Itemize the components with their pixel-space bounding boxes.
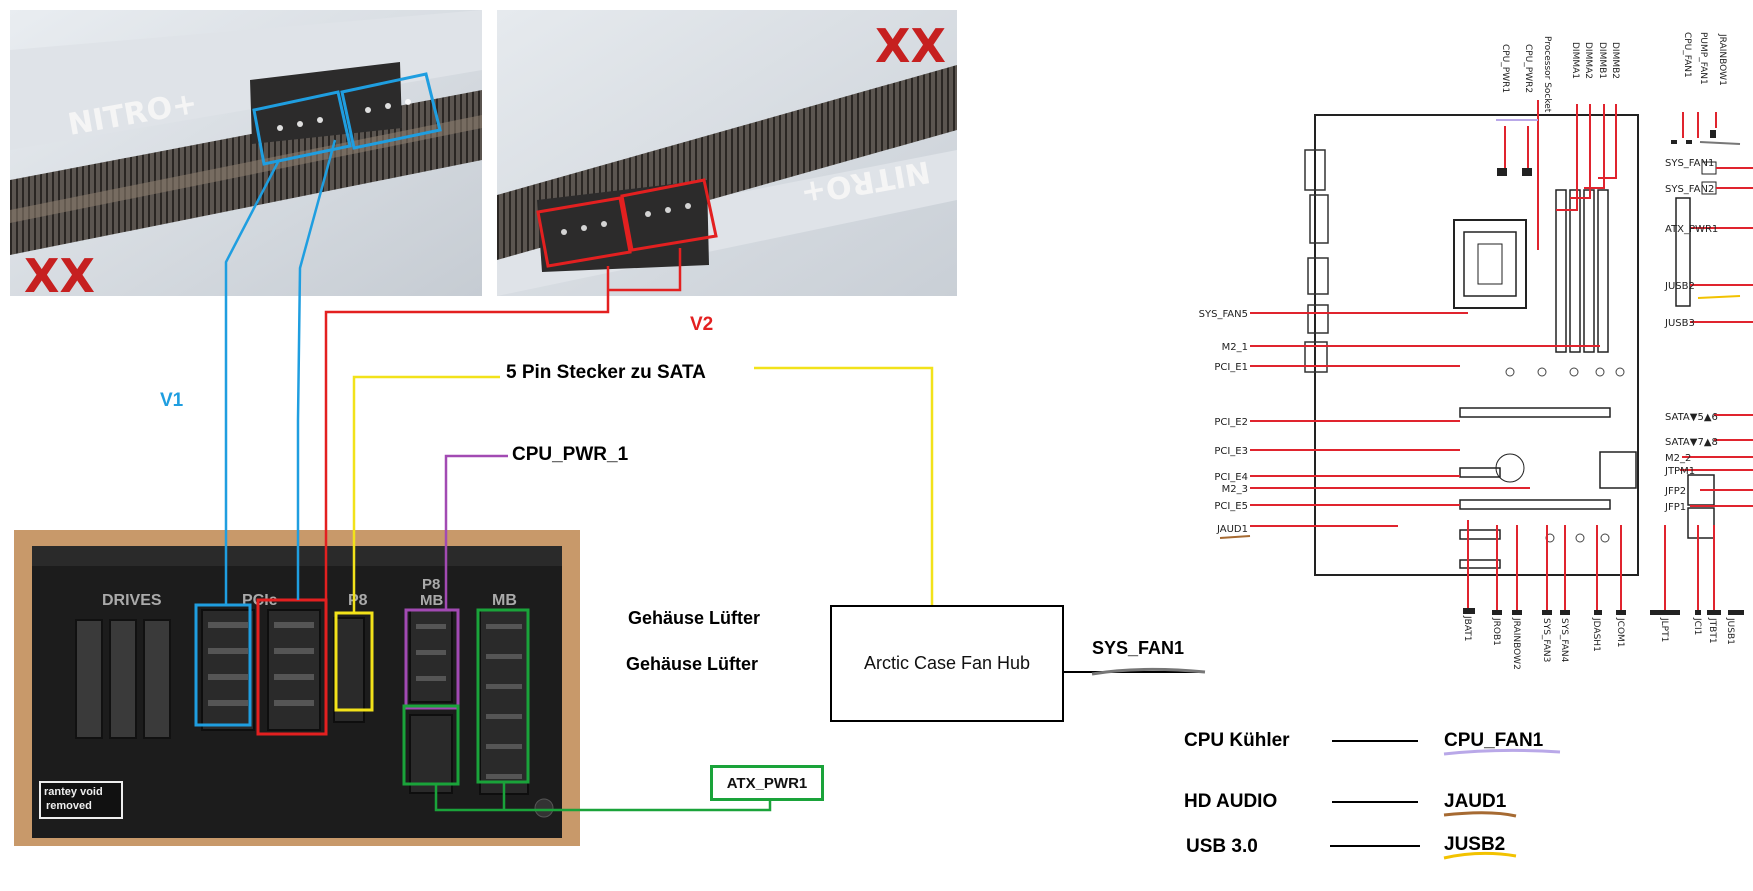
mobo-left-label-0: SYS_FAN5 <box>1199 309 1248 320</box>
legend-device-hd-audio: HD AUDIO <box>1184 791 1278 812</box>
mobo-left-label-2: PCI_E1 <box>1214 362 1248 373</box>
gpu-photo-v2: NITRO+ XX <box>497 10 957 296</box>
mobo-top-label-9: JRAINBOW1 <box>1717 33 1727 86</box>
warranty-sticker-1: rantey void <box>44 786 103 798</box>
mobo-bottom-label-10: JUSB1 <box>1725 617 1735 645</box>
label-v2: V2 <box>690 314 714 335</box>
svg-text:XX: XX <box>24 249 95 303</box>
psu-mb1-box <box>402 704 460 786</box>
psu-p8-box <box>334 611 374 712</box>
mobo-top-label-6: DIMMB2 <box>1610 42 1620 79</box>
mobo-left-label-8: JAUD1 <box>1216 524 1248 535</box>
label-case-fan-1: Gehäuse Lüfter <box>628 608 761 628</box>
mobo-top-label-4: DIMMA2 <box>1583 42 1593 79</box>
psu-cpu-box <box>404 608 460 710</box>
psu-photo: DRIVES PCIe P8 P8 MB MB rantey void remo… <box>14 530 580 846</box>
warranty-sticker-2: removed <box>46 800 92 812</box>
psu-label-p8mb-2: MB <box>420 592 444 609</box>
label-case-fan-2: Gehäuse Lüfter <box>626 654 759 674</box>
mobo-bottom-label-3: SYS_FAN3 <box>1541 618 1551 662</box>
mobo-top-label-7: CPU_FAN1 <box>1682 32 1692 78</box>
cpu-socket <box>1453 219 1527 309</box>
mobo-right-label-0: SYS_FAN1 <box>1665 158 1714 169</box>
atx-pwr1-box: ATX_PWR1 <box>710 765 824 801</box>
mobo-left-label-4: PCI_E3 <box>1214 446 1248 457</box>
mobo-left-label-5: PCI_E4 <box>1214 472 1248 483</box>
psu-pcie2-box <box>256 598 328 736</box>
mobo-top-label-1: CPU_PWR2 <box>1523 44 1533 93</box>
hub-label: Arctic Case Fan Hub <box>863 653 1031 673</box>
mobo-top-label-5: DIMMB1 <box>1597 42 1607 79</box>
cross-mark-v2: XX <box>875 19 946 73</box>
mobo-right-label-8: JTPM1 <box>1664 466 1695 477</box>
psu-mb2-box <box>476 608 530 784</box>
mobo-right-label-1: SYS_FAN2 <box>1665 184 1714 195</box>
mobo-right-label-2: ATX_PWR1 <box>1665 224 1718 235</box>
psu-label-drives: DRIVES <box>102 592 162 609</box>
svg-text:XX: XX <box>875 19 946 73</box>
mobo-right-label-4: JUSB3 <box>1664 318 1695 329</box>
mobo-left-label-7: PCI_E5 <box>1214 501 1248 512</box>
legend-header-cpu-fan1: CPU_FAN1 <box>1444 730 1544 751</box>
mobo-right-label-6: SATA▼7▲8 <box>1665 437 1718 448</box>
dimm-slots <box>1555 189 1609 353</box>
motherboard-bottom-labels: JBAT1 JROB1 JRAINBOW2 SYS_FAN3 SYS_FAN4 … <box>1462 615 1735 670</box>
mobo-bottom-label-8: JCI1 <box>1692 617 1702 635</box>
mobo-right-label-10: JFP1 <box>1664 502 1686 513</box>
mobo-bottom-label-1: JROB1 <box>1491 617 1501 646</box>
v2-connector-highlights <box>536 178 718 268</box>
legend-header-jusb2: JUSB2 <box>1444 834 1506 855</box>
mobo-right-label-9: JFP2 <box>1664 486 1686 497</box>
cross-mark-v1: XX <box>24 249 95 303</box>
label-atx-pwr1: ATX_PWR1 <box>726 774 808 792</box>
fan-hub: Arctic Case Fan Hub <box>830 605 1064 722</box>
mobo-bottom-label-7: JLPT1 <box>1659 617 1669 642</box>
gpu-photo-v1: NITRO+ XX <box>10 10 482 303</box>
mobo-bottom-label-5: JDASH1 <box>1591 617 1601 652</box>
mobo-bottom-label-4: SYS_FAN4 <box>1559 618 1569 663</box>
motherboard-diagram: CPU_PWR1 CPU_PWR2 Processor Socket DIMMA… <box>1199 32 1753 615</box>
legend-device-cpu-cooler: CPU Kühler <box>1184 730 1290 751</box>
label-cpu-pwr-1: CPU_PWR_1 <box>512 444 629 465</box>
mobo-right-label-3: JUSB2 <box>1664 281 1695 292</box>
pcie-slots <box>1459 407 1611 569</box>
mobo-bottom-label-2: JRAINBOW2 <box>1511 617 1521 670</box>
mobo-top-label-0: CPU_PWR1 <box>1500 44 1510 93</box>
label-sata-connector: 5 Pin Stecker zu SATA <box>506 362 706 383</box>
psu-pcie1-box <box>194 603 252 727</box>
mobo-left-label-3: PCI_E2 <box>1214 417 1248 428</box>
mobo-left-label-6: M2_3 <box>1222 484 1248 495</box>
label-sys-fan1: SYS_FAN1 <box>1092 638 1185 658</box>
mobo-right-label-5: SATA▼5▲6 <box>1665 412 1718 423</box>
mobo-top-label-3: DIMMA1 <box>1570 42 1580 79</box>
legend-header-jaud1: JAUD1 <box>1444 791 1507 812</box>
v1-connector-highlights <box>252 72 442 166</box>
label-v1: V1 <box>160 390 184 411</box>
psu-label-p8mb-1: P8 <box>422 576 441 593</box>
legend-device-usb3: USB 3.0 <box>1186 836 1258 857</box>
psu-label-mb: MB <box>492 592 517 609</box>
mobo-bottom-label-9: JTBT1 <box>1707 617 1717 644</box>
mobo-top-label-8: PUMP_FAN1 <box>1698 32 1708 85</box>
mobo-top-label-2: Processor Socket <box>1542 36 1552 113</box>
mobo-right-label-7: M2_2 <box>1665 453 1691 464</box>
mobo-bottom-label-6: JCOM1 <box>1615 617 1625 648</box>
mobo-bottom-label-0: JBAT1 <box>1462 615 1472 642</box>
mobo-left-label-1: M2_1 <box>1222 342 1248 353</box>
